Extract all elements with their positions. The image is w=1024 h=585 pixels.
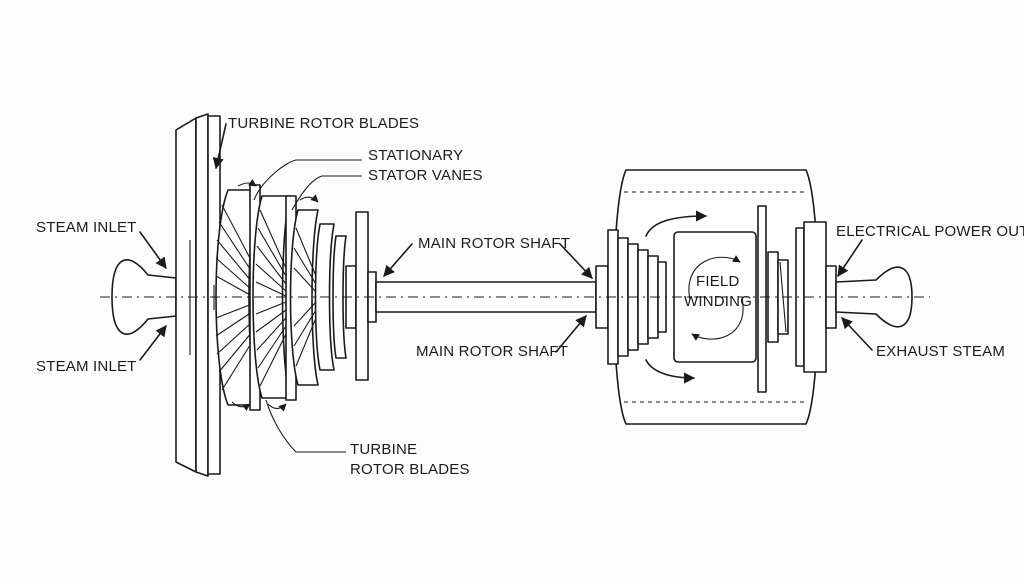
label-turbine-rotor-blades-top: TURBINE ROTOR BLADES xyxy=(228,115,419,132)
turbine-casing-plates xyxy=(175,113,221,477)
label-stator-vanes: STATOR VANES xyxy=(368,167,483,184)
label-winding: WINDING xyxy=(684,293,752,310)
first-stage-blades xyxy=(215,204,253,391)
label-electrical-power-outlet: ELECTRICAL POWER OUTLET xyxy=(836,223,1024,240)
label-leader-lines xyxy=(139,123,873,453)
second-stage-blades xyxy=(255,209,287,387)
label-field: FIELD xyxy=(696,273,740,290)
label-stationary: STATIONARY xyxy=(368,147,463,164)
label-steam-inlet-top: STEAM INLET xyxy=(36,219,137,236)
label-rotor-blades: ROTOR BLADES xyxy=(350,461,470,478)
label-main-rotor-shaft-bottom: MAIN ROTOR SHAFT xyxy=(416,343,568,360)
shaft-collar-left xyxy=(345,211,377,381)
label-turbine: TURBINE xyxy=(350,441,417,458)
third-stage-blades xyxy=(293,227,317,367)
label-exhaust-steam: EXHAUST STEAM xyxy=(876,343,1005,360)
label-steam-inlet-bottom: STEAM INLET xyxy=(36,358,137,375)
generator-flow-arrows xyxy=(645,210,708,384)
label-main-rotor-shaft-top: MAIN ROTOR SHAFT xyxy=(418,235,570,252)
